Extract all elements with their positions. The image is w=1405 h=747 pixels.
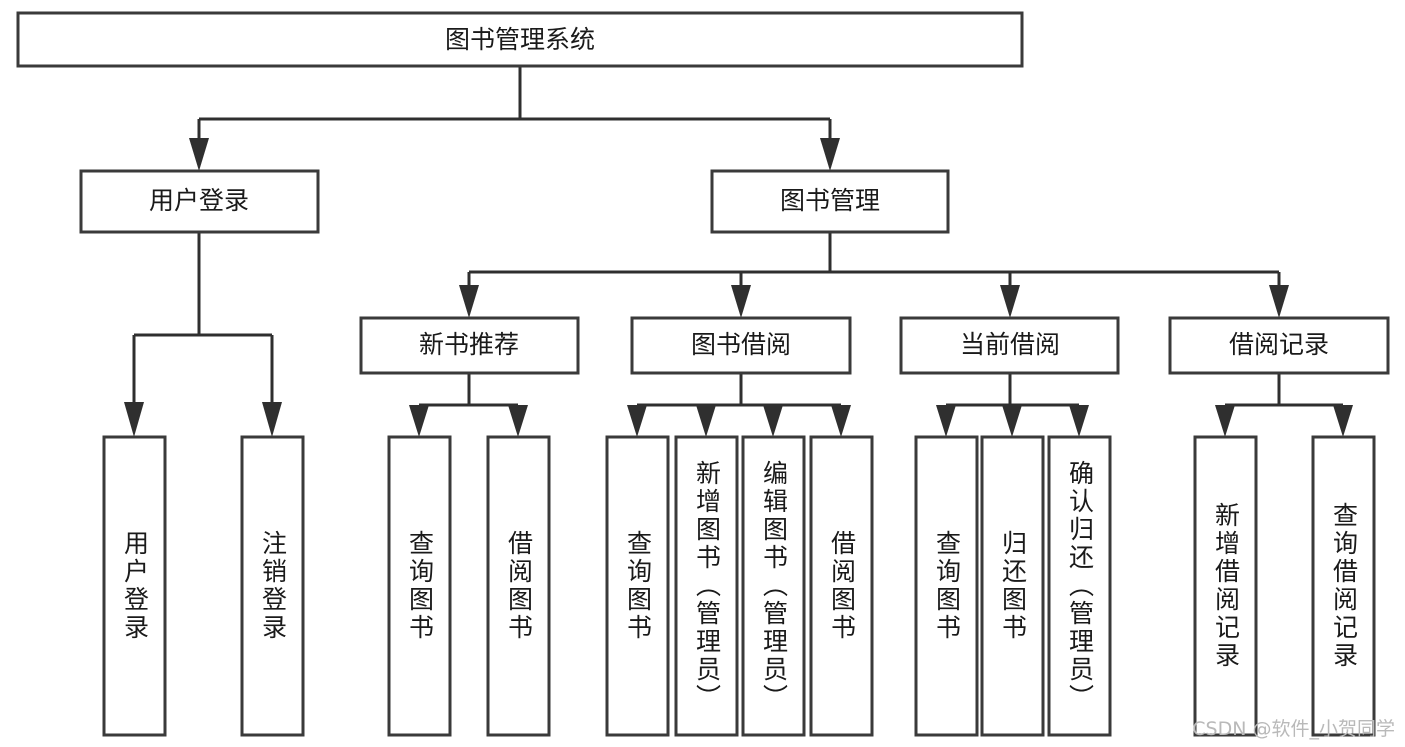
leaf-current-return-box[interactable] xyxy=(980,435,1045,737)
leaf-borrow-edit-book-box[interactable] xyxy=(741,435,806,737)
node-root-box[interactable] xyxy=(16,11,1024,68)
connector-group-borrow xyxy=(627,373,851,437)
leaf-current-confirm-return-box[interactable] xyxy=(1047,435,1112,737)
leaf-borrow-borrow-book-label: 借阅图书 xyxy=(828,530,857,642)
node-borrow-records[interactable]: 借阅记录 xyxy=(1168,316,1390,375)
node-borrow-records-label: 借阅记录 xyxy=(1229,330,1329,359)
arrowhead-leaf-user-login-2 xyxy=(262,402,282,437)
leaf-borrow-query-box[interactable] xyxy=(605,435,670,737)
leaf-records-add-box[interactable] xyxy=(1193,435,1258,737)
leaf-borrow-query[interactable]: 查询图书 xyxy=(605,435,670,737)
node-user-login-label: 用户登录 xyxy=(149,186,249,215)
leaf-records-query-label: 查询借阅记录 xyxy=(1330,502,1359,670)
arrowhead-leaf-current-3 xyxy=(1069,405,1089,437)
leaf-new-book-query[interactable]: 查询图书 xyxy=(387,435,452,737)
node-current-borrow-box[interactable] xyxy=(899,316,1120,375)
node-book-mgmt-box[interactable] xyxy=(710,169,950,234)
node-root-label: 图书管理系统 xyxy=(445,25,595,54)
leaf-new-book-query-box[interactable] xyxy=(387,435,452,737)
leaf-new-book-borrow[interactable]: 借阅图书 xyxy=(486,435,551,737)
arrowhead-leaf-new-book-1 xyxy=(409,405,429,437)
leaf-current-return[interactable]: 归还图书 xyxy=(980,435,1045,737)
arrowhead-leaf-new-book-2 xyxy=(508,405,528,437)
arrowhead-leaf-current-1 xyxy=(936,405,956,437)
node-book-mgmt-label: 图书管理 xyxy=(780,186,880,215)
node-current-borrow-label: 当前借阅 xyxy=(960,330,1060,359)
leaf-current-query-label: 查询图书 xyxy=(933,530,962,642)
leaf-borrow-query-label: 查询图书 xyxy=(624,530,653,642)
leaf-current-query-box[interactable] xyxy=(914,435,979,737)
connector-group-current xyxy=(936,373,1089,437)
arrowhead-current xyxy=(1000,285,1020,318)
node-book-borrow[interactable]: 图书借阅 xyxy=(630,316,852,375)
arrowhead-leaf-borrow-3 xyxy=(763,405,783,437)
node-user-login[interactable]: 用户登录 xyxy=(79,169,320,234)
node-new-book-recommend-label: 新书推荐 xyxy=(419,330,519,359)
leaf-records-query[interactable]: 查询借阅记录 xyxy=(1311,435,1376,737)
leaf-new-book-borrow-label: 借阅图书 xyxy=(505,530,534,642)
arrowhead-book-mgmt xyxy=(820,138,840,171)
leaf-user-login-login[interactable]: 用户登录 xyxy=(102,435,167,737)
leaf-records-add-label: 新增借阅记录 xyxy=(1212,502,1241,670)
leaf-current-return-label: 归还图书 xyxy=(999,530,1028,642)
arrowhead-leaf-borrow-2 xyxy=(696,405,716,437)
arrowhead-leaf-records-1 xyxy=(1215,405,1235,437)
leaf-new-book-borrow-box[interactable] xyxy=(486,435,551,737)
leaf-new-book-query-label: 查询图书 xyxy=(406,530,435,642)
leaf-borrow-add-book[interactable]: 新增图书（管理员） xyxy=(674,435,739,737)
arrowhead-user-login xyxy=(189,138,209,171)
node-borrow-records-box[interactable] xyxy=(1168,316,1390,375)
node-book-borrow-label: 图书借阅 xyxy=(691,330,791,359)
arrowhead-new-book xyxy=(459,285,479,318)
node-user-login-box[interactable] xyxy=(79,169,320,234)
arrowhead-leaf-user-login-1 xyxy=(124,402,144,437)
leaf-user-login-login-box[interactable] xyxy=(102,435,167,737)
node-book-mgmt[interactable]: 图书管理 xyxy=(710,169,950,234)
connector-group-root xyxy=(189,66,840,171)
leaf-current-confirm-return-label: 确认归还（管理员） xyxy=(1066,460,1095,712)
node-new-book-recommend[interactable]: 新书推荐 xyxy=(359,316,580,375)
leaf-user-login-login-label: 用户登录 xyxy=(121,530,150,642)
leaf-borrow-edit-book[interactable]: 编辑图书（管理员） xyxy=(741,435,806,737)
connector-group-user-login xyxy=(124,232,282,437)
node-root[interactable]: 图书管理系统 xyxy=(16,11,1024,68)
leaf-current-query[interactable]: 查询图书 xyxy=(914,435,979,737)
connector-group-records xyxy=(1215,373,1353,437)
arrowhead-leaf-borrow-1 xyxy=(627,405,647,437)
leaf-borrow-add-book-box[interactable] xyxy=(674,435,739,737)
node-book-borrow-box[interactable] xyxy=(630,316,852,375)
arrowhead-leaf-records-2 xyxy=(1333,405,1353,437)
arrowhead-borrow xyxy=(731,285,751,318)
leaf-borrow-borrow-book[interactable]: 借阅图书 xyxy=(809,435,874,737)
leaf-user-login-logout-label: 注销登录 xyxy=(259,530,288,642)
leaf-borrow-borrow-book-box[interactable] xyxy=(809,435,874,737)
arrowhead-records xyxy=(1269,285,1289,318)
connector-group-new-book xyxy=(409,373,528,437)
leaf-records-query-box[interactable] xyxy=(1311,435,1376,737)
leaf-borrow-edit-book-label: 编辑图书（管理员） xyxy=(760,460,789,712)
leaf-current-confirm-return[interactable]: 确认归还（管理员） xyxy=(1047,435,1112,737)
arrowhead-leaf-current-2 xyxy=(1002,405,1022,437)
connector-group-book-mgmt xyxy=(459,232,1289,318)
leaf-borrow-add-book-label: 新增图书（管理员） xyxy=(693,460,722,712)
leaf-records-add[interactable]: 新增借阅记录 xyxy=(1193,435,1258,737)
node-current-borrow[interactable]: 当前借阅 xyxy=(899,316,1120,375)
node-new-book-recommend-box[interactable] xyxy=(359,316,580,375)
arrowhead-leaf-borrow-4 xyxy=(831,405,851,437)
leaf-user-login-logout[interactable]: 注销登录 xyxy=(240,435,305,737)
leaf-user-login-logout-box[interactable] xyxy=(240,435,305,737)
